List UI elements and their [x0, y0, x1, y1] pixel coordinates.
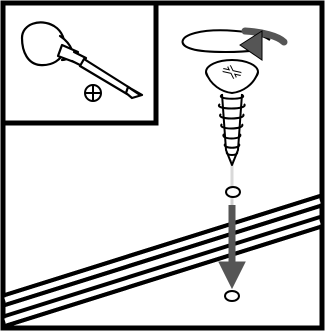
insert-direction-arrow-icon	[218, 205, 246, 290]
rotation-arrow-icon	[181, 27, 288, 61]
rotation-arrowhead	[239, 30, 263, 61]
tool-inset	[0, 0, 159, 126]
countersunk-wood-screw-icon	[205, 59, 259, 166]
target-hole	[224, 290, 240, 302]
down-arrowhead	[218, 261, 246, 290]
entry-hole	[225, 186, 241, 198]
phillips-screwdriver-icon	[20, 21, 144, 100]
phillips-cross-icon	[84, 84, 102, 102]
